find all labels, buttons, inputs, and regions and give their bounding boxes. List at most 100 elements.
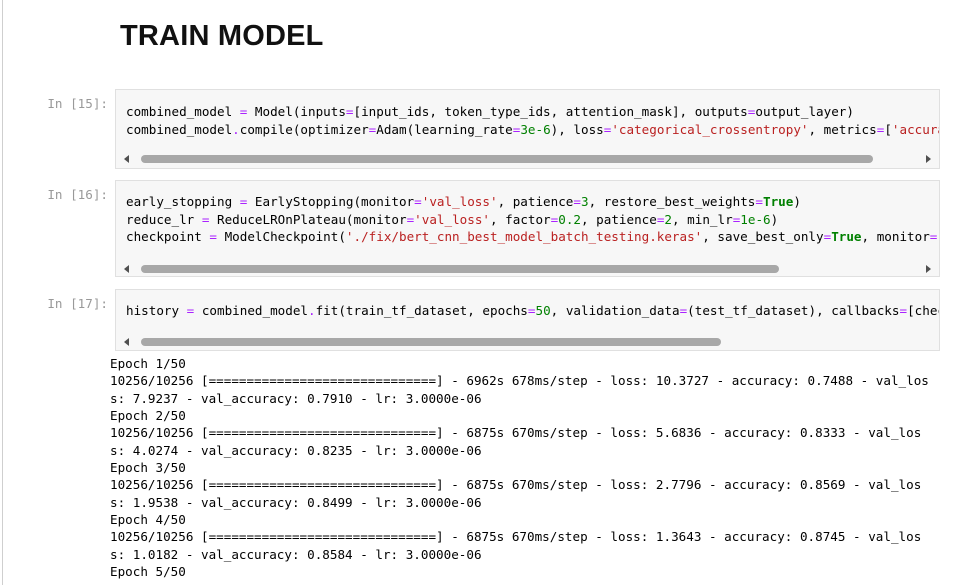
code-token: combined_model: [126, 104, 240, 119]
code-token: =: [414, 194, 422, 209]
code-token: =: [550, 211, 559, 227]
code-token: 3: [580, 194, 589, 209]
code-token: compile(optimizer: [239, 121, 369, 137]
code-token: =: [899, 303, 908, 318]
code-token: =: [732, 211, 741, 227]
code-token: combined_model: [126, 121, 233, 137]
code-token: =: [573, 194, 581, 209]
code-token: True: [831, 229, 862, 244]
code-line: reduce_lr = ReduceLROnPlateau(monitor='v…: [126, 211, 939, 229]
output-line: s: 4.0274 - val_accuracy: 0.8235 - lr: 3…: [110, 442, 482, 458]
code-area[interactable]: combined_model = Model(inputs=[input_ids…: [126, 103, 939, 139]
code-line: combined_model = Model(inputs=[input_ids…: [126, 103, 939, 121]
code-token: =: [876, 121, 885, 137]
code-token: =: [929, 229, 938, 244]
scroll-right-arrow-icon[interactable]: [926, 155, 931, 163]
output-line: Epoch 3/50: [110, 460, 186, 476]
code-token: 2: [664, 211, 673, 227]
code-token: =: [603, 121, 612, 137]
code-token: =: [823, 229, 832, 244]
code-token: =: [345, 104, 354, 119]
scrollbar-thumb[interactable]: [141, 265, 779, 273]
horizontal-scrollbar[interactable]: [120, 263, 935, 275]
code-token: =: [209, 229, 217, 244]
code-cell-15[interactable]: combined_model = Model(inputs=[input_ids…: [115, 89, 940, 169]
code-token: =: [747, 104, 756, 119]
scroll-right-arrow-icon[interactable]: [926, 265, 931, 273]
code-token: , min_lr: [672, 211, 733, 227]
code-token: ), loss: [550, 121, 604, 137]
code-token: ModelCheckpoint(: [217, 229, 346, 244]
code-token: 'val_loss': [414, 211, 490, 227]
code-token: , patience: [497, 194, 574, 209]
code-token: output_layer): [755, 104, 854, 119]
code-area[interactable]: history = combined_model.fit(train_tf_da…: [126, 302, 939, 320]
code-token: =: [201, 211, 210, 227]
code-token: [input_ids, token_type_ids, attention_ma…: [353, 104, 748, 119]
code-token: =: [239, 194, 248, 209]
code-token: fit(train_tf_dataset, epochs: [315, 303, 528, 318]
code-area[interactable]: early_stopping = EarlyStopping(monitor='…: [126, 193, 939, 246]
code-token: ): [770, 211, 779, 227]
cell-prompt-17: In [17]:: [47, 296, 108, 311]
code-token: , patience: [581, 211, 657, 227]
code-token: , monitor: [861, 229, 930, 244]
code-token: Model(inputs: [247, 104, 346, 119]
output-line: s: 7.9237 - val_accuracy: 0.7910 - lr: 3…: [110, 390, 482, 406]
scroll-left-arrow-icon[interactable]: [124, 155, 129, 163]
code-token: 1e-6: [740, 211, 771, 227]
code-token: =: [679, 303, 688, 318]
code-token: 0.2: [558, 211, 581, 227]
code-token: 50: [535, 303, 551, 318]
code-token: reduce_lr: [126, 211, 202, 227]
code-token: .: [308, 303, 316, 318]
output-line: Epoch 4/50: [110, 512, 186, 528]
code-token: EarlyStopping(monitor: [247, 194, 415, 209]
code-token: 'categorical_crossentropy': [611, 121, 809, 137]
code-cell-16[interactable]: early_stopping = EarlyStopping(monitor='…: [115, 180, 940, 277]
output-line: Epoch 1/50: [110, 356, 186, 371]
output-line: s: 1.9538 - val_accuracy: 0.8499 - lr: 3…: [110, 494, 482, 510]
code-token: ): [793, 194, 801, 209]
code-cell-17[interactable]: history = combined_model.fit(train_tf_da…: [115, 289, 940, 351]
output-line: Epoch 5/50: [110, 564, 186, 580]
horizontal-scrollbar[interactable]: [120, 336, 935, 348]
code-line: history = combined_model.fit(train_tf_da…: [126, 302, 939, 320]
code-token: [checkpoint, early_stopping, reduce_lr]): [907, 303, 939, 318]
code-token: [: [884, 121, 892, 137]
code-line: checkpoint = ModelCheckpoint('./fix/bert…: [126, 228, 939, 246]
scrollbar-thumb[interactable]: [141, 155, 873, 163]
code-token: .: [232, 121, 240, 137]
code-line: combined_model.compile(optimizer=Adam(le…: [126, 121, 939, 139]
code-token: , metrics: [808, 121, 877, 137]
code-token: =: [239, 104, 248, 119]
code-token: (test_tf_dataset), callbacks: [687, 303, 900, 318]
code-token: =: [186, 303, 195, 318]
code-token: 'val_loss': [421, 194, 498, 209]
code-token: ReduceLROnPlateau(monitor: [209, 211, 407, 227]
code-token: combined_model: [194, 303, 308, 318]
code-token: early_stopping: [126, 194, 240, 209]
code-token: 'val_loss'): [937, 229, 939, 244]
code-token: , factor: [489, 211, 551, 227]
output-line: 10256/10256 [===========================…: [110, 477, 922, 493]
code-token: , validation_data: [550, 303, 680, 318]
code-token: , save_best_only: [702, 229, 824, 244]
code-token: checkpoint: [126, 229, 210, 244]
cell-output: Epoch 1/50 10256/10256 [=================…: [110, 355, 929, 580]
code-token: =: [406, 211, 415, 227]
horizontal-scrollbar[interactable]: [120, 153, 935, 165]
code-line: early_stopping = EarlyStopping(monitor='…: [126, 193, 939, 211]
code-token: history: [126, 303, 187, 318]
cell-prompt-15: In [15]:: [47, 96, 108, 111]
code-token: 'accuracy': [891, 121, 939, 137]
scrollbar-thumb[interactable]: [141, 338, 721, 346]
code-token: './fix/bert_cnn_best_model_batch_testing…: [345, 229, 703, 244]
section-heading: TRAIN MODEL: [120, 20, 324, 52]
code-token: =: [512, 121, 521, 137]
code-token: 3e-6: [520, 121, 551, 137]
code-token: =: [656, 211, 665, 227]
scroll-left-arrow-icon[interactable]: [124, 265, 129, 273]
code-token: Adam(learning_rate: [376, 121, 513, 137]
page-left-border: [2, 0, 3, 585]
